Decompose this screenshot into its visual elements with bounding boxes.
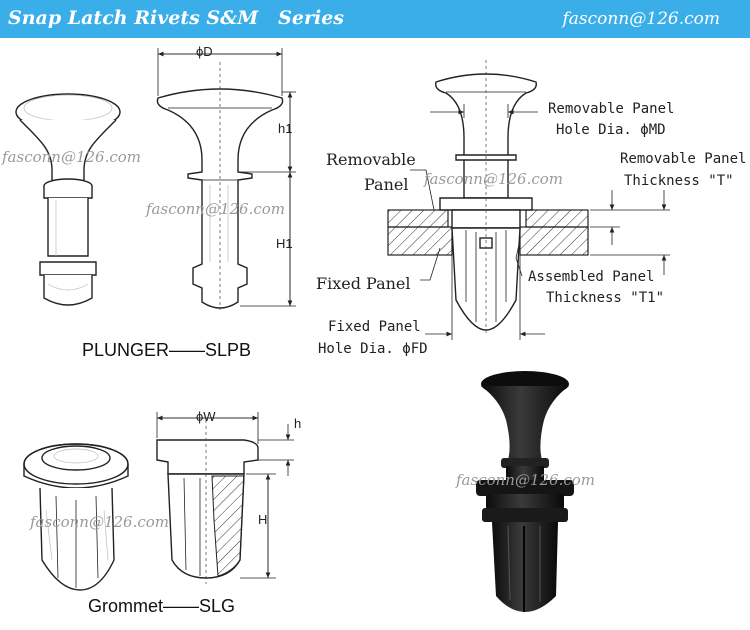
plunger-caption: PLUNGER——SLPB xyxy=(82,340,251,360)
watermark: fasconn@126.com xyxy=(29,513,169,531)
rivet-photo xyxy=(476,371,574,612)
watermark: fasconn@126.com xyxy=(1,148,141,166)
assembly-section-view xyxy=(387,60,670,340)
page-title: Snap Latch Rivets S&M Series xyxy=(8,7,344,29)
plunger-side-view xyxy=(156,48,296,310)
label-fixed-panel-hole-1: Fixed Panel xyxy=(328,319,421,335)
label-assembled-thickness-1: Assembled Panel xyxy=(528,269,654,285)
label-removable-panel-1: Removable xyxy=(326,150,416,169)
header-banner: Snap Latch Rivets S&M Series fasconn@126… xyxy=(0,0,750,38)
header-email: fasconn@126.com xyxy=(562,9,720,29)
dim-h-label: h xyxy=(294,416,301,431)
watermark: fasconn@126.com xyxy=(145,200,285,218)
label-assembled-thickness-2: Thickness "T1" xyxy=(546,290,664,306)
dim-H-label: H xyxy=(258,512,267,527)
grommet-side-view xyxy=(156,412,294,584)
plunger-3d-view xyxy=(15,93,121,306)
dim-H1-label: H1 xyxy=(276,236,293,251)
label-removable-panel-2: Panel xyxy=(364,175,408,194)
label-removable-panel-hole-2: Hole Dia. ϕMD xyxy=(556,122,666,138)
label-removable-panel-hole-1: Removable Panel xyxy=(548,101,674,117)
watermark: fasconn@126.com xyxy=(455,471,595,489)
label-removable-thickness-2: Thickness "T" xyxy=(624,173,734,189)
label-fixed-panel-hole-2: Hole Dia. ϕFD xyxy=(318,341,428,357)
label-fixed-panel: Fixed Panel xyxy=(316,274,411,293)
dim-w-label: ϕW xyxy=(196,409,216,424)
dim-h1-label: h1 xyxy=(278,121,292,136)
grommet-3d-view xyxy=(23,443,129,591)
grommet-caption: Grommet——SLG xyxy=(88,596,235,616)
label-removable-thickness-1: Removable Panel xyxy=(620,151,746,167)
dim-d-label: ϕD xyxy=(196,44,213,59)
watermark: fasconn@126.com xyxy=(423,170,563,188)
